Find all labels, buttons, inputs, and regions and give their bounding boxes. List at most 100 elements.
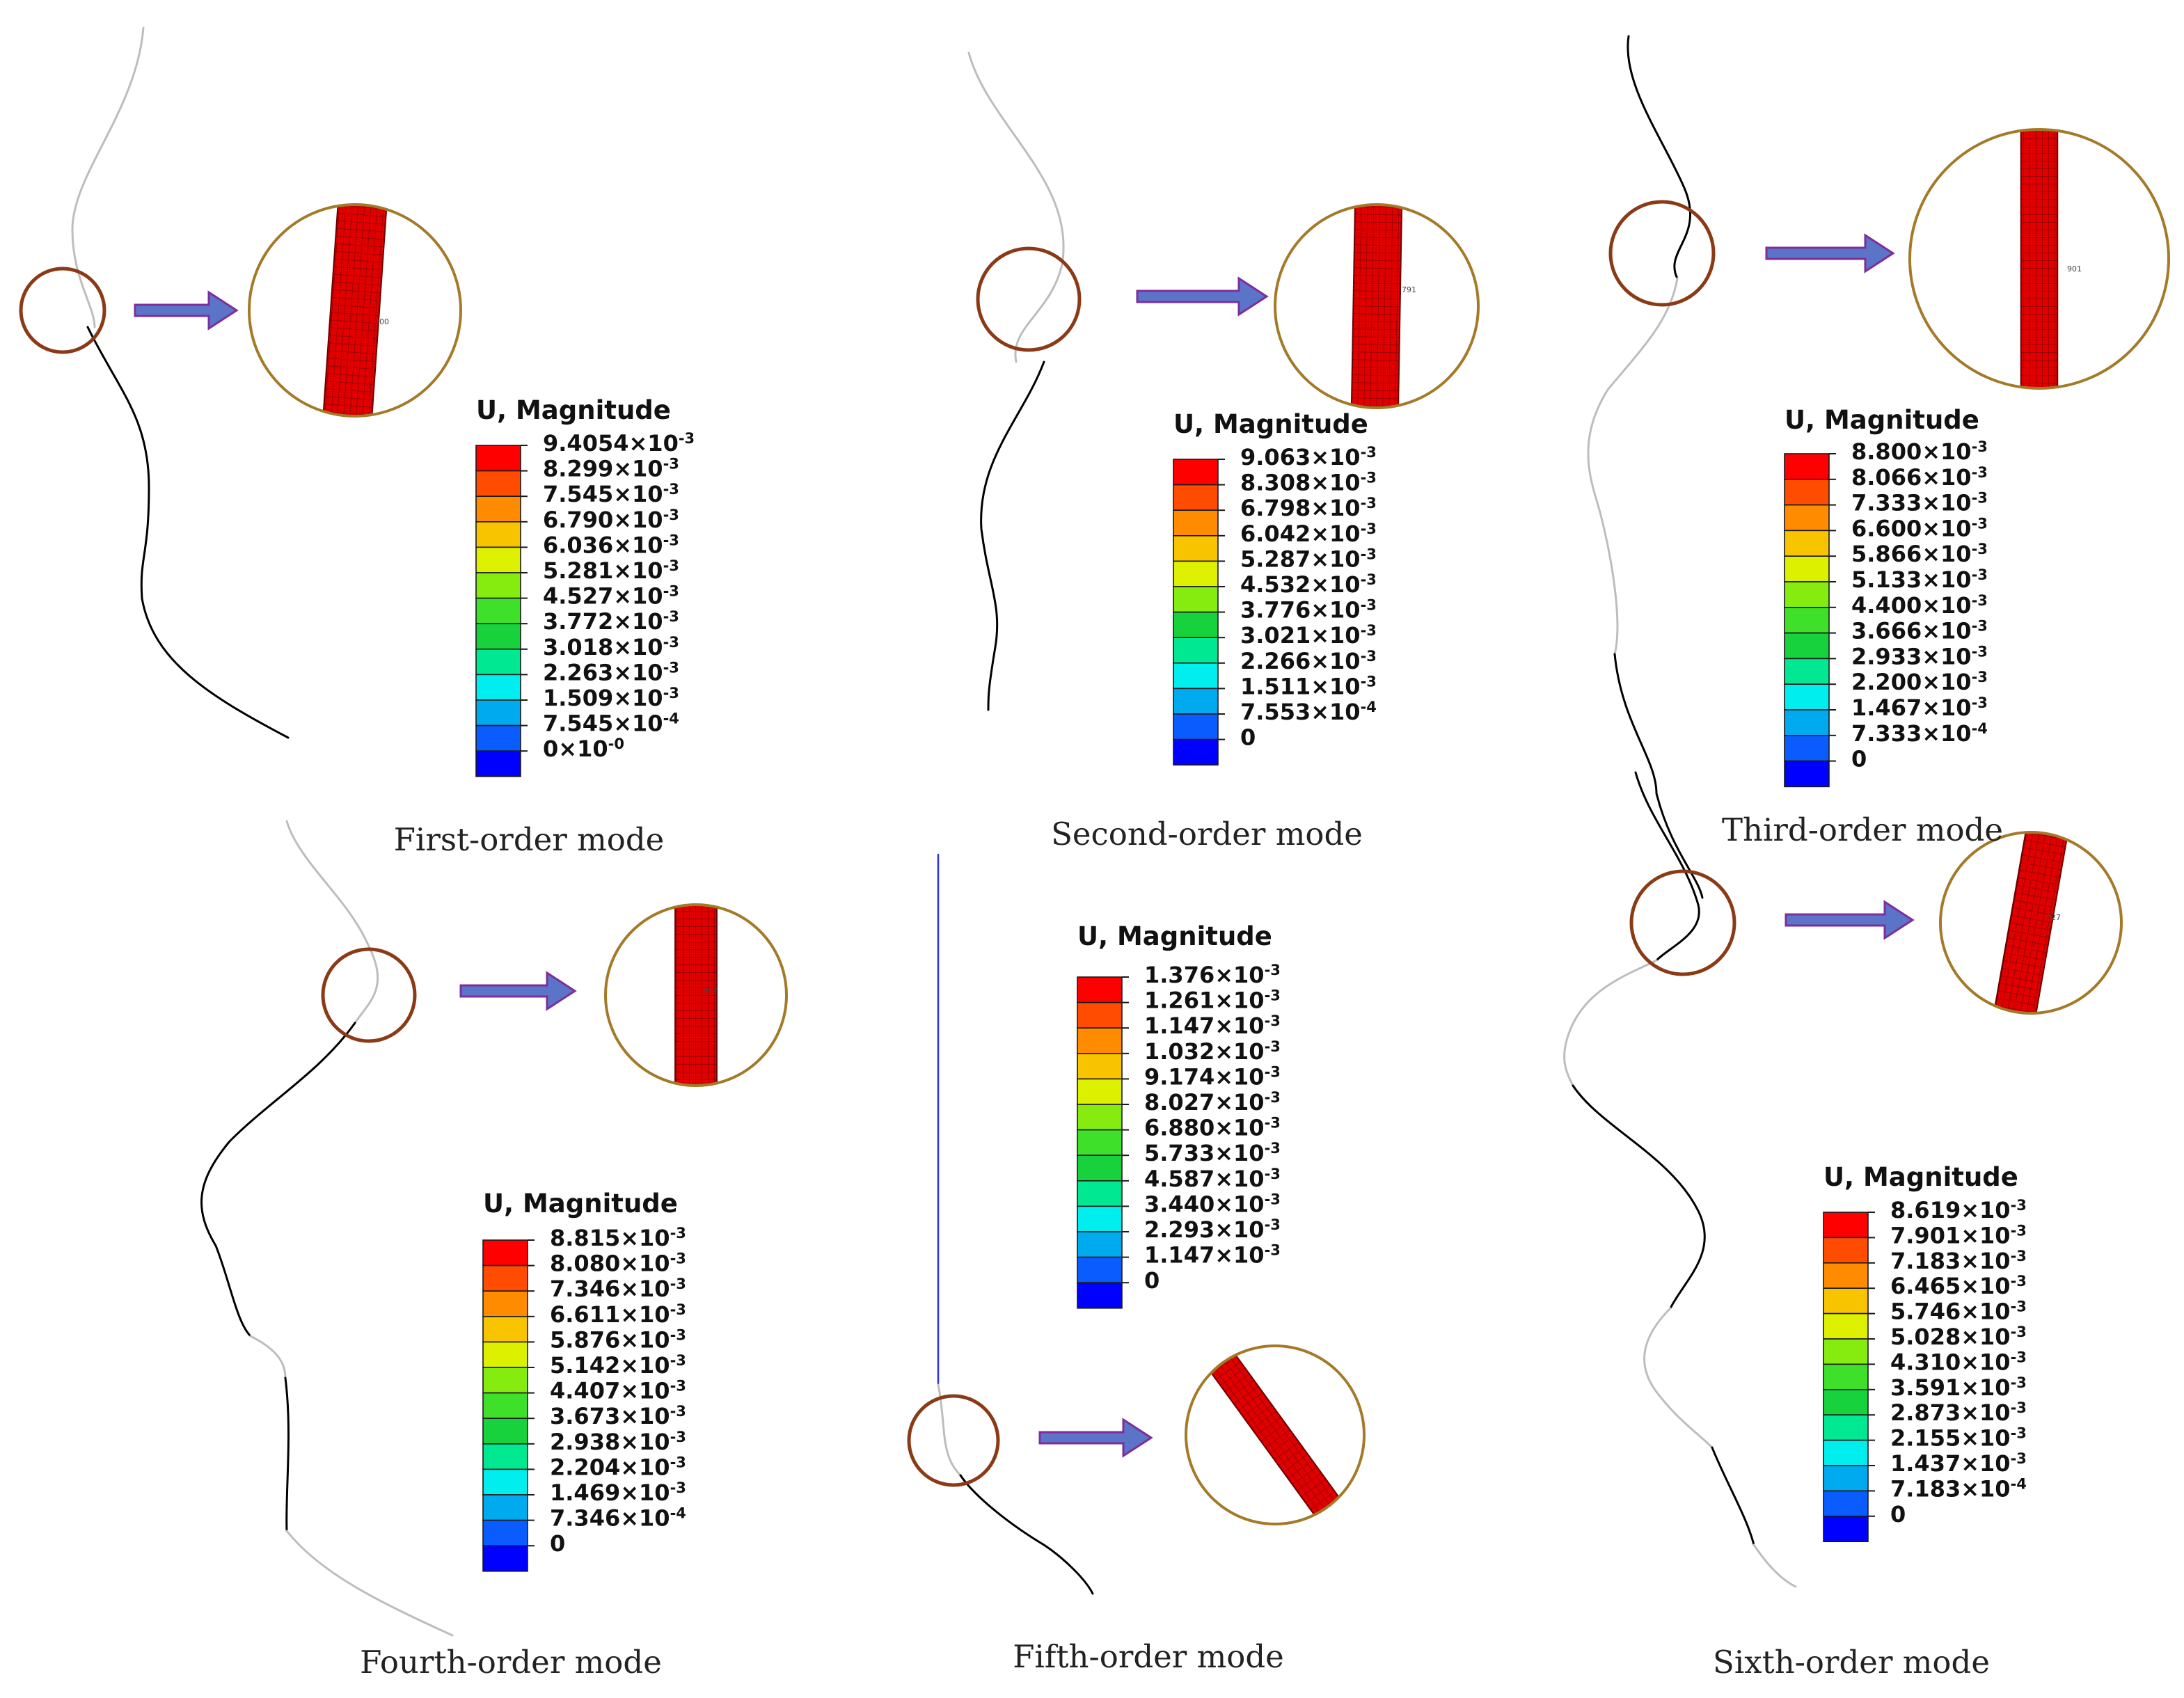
zoom-detail-mode-2: 791 <box>1274 203 1480 409</box>
pipe-curve-mode-3 <box>1587 35 1704 899</box>
legend-label-exponent: -3 <box>670 1326 686 1343</box>
legend-title: U, Magnitude <box>1173 409 1368 439</box>
legend-swatch <box>1823 1312 1869 1340</box>
highlight-circle-mode-1 <box>19 267 106 354</box>
legend-label-exponent: -3 <box>670 1225 686 1241</box>
legend-label: 2.155×10-3 <box>1890 1425 2027 1452</box>
legend-label-exponent: -3 <box>1265 1166 1281 1182</box>
legend-swatch <box>1784 760 1830 788</box>
legend-label: 1.147×10-3 <box>1144 1242 1281 1269</box>
legend-label: 3.666×10-3 <box>1851 618 1988 644</box>
node-id-label: 901 <box>2067 264 2082 273</box>
legend-swatch <box>482 1519 528 1547</box>
legend-swatch <box>1173 611 1219 638</box>
highlight-circle-mode-2 <box>976 246 1082 352</box>
legend-swatch <box>482 1290 528 1317</box>
pipe-segment <box>249 1335 287 1379</box>
legend-swatch <box>1784 606 1830 634</box>
legend-label: 7.545×10-3 <box>543 481 679 507</box>
zoom-ring <box>1939 831 2123 1015</box>
legend-swatch <box>1077 1129 1123 1156</box>
legend-label: 8.800×10-3 <box>1851 438 1988 465</box>
legend-label: 4.407×10-3 <box>550 1378 686 1404</box>
legend-label: 6.036×10-3 <box>543 532 679 558</box>
legend-label: 4.310×10-3 <box>1890 1349 2027 1375</box>
legend-label-exponent: -3 <box>670 1454 686 1470</box>
legend-swatch <box>482 1443 528 1470</box>
legend-mode-5: U, Magnitude1.376×10-31.261×10-31.147×10… <box>1077 921 1281 1309</box>
legends: U, Magnitude9.4054×10-38.299×10-37.545×1… <box>475 395 2027 1572</box>
legend-label: 3.772×10-3 <box>543 608 679 635</box>
highlight-circle-mode-3 <box>1608 200 1716 307</box>
legend-swatch <box>482 1316 528 1343</box>
legend-label: 4.587×10-3 <box>1144 1166 1281 1192</box>
legend-swatch <box>475 597 521 624</box>
legend-swatch <box>475 674 521 701</box>
legend-swatch <box>1823 1338 1869 1365</box>
pipe-segment <box>1634 771 1700 962</box>
legend-mode-4: U, Magnitude8.815×10-38.080×10-37.346×10… <box>482 1189 686 1572</box>
legend-label-exponent: -3 <box>670 1251 686 1267</box>
legend-label: 7.901×10-3 <box>1890 1222 2027 1248</box>
legend-label-exponent: -3 <box>663 532 679 548</box>
node-id-label: 027 <box>2046 913 2061 922</box>
legend-swatch <box>1077 1155 1123 1182</box>
legend-swatch <box>1823 1262 1869 1290</box>
legend-label-exponent: -3 <box>2011 1222 2027 1239</box>
legend-label-exponent: -3 <box>1972 515 1988 532</box>
legend-label-exponent: -3 <box>1265 1013 1281 1029</box>
legend-mode-6: U, Magnitude8.619×10-37.901×10-37.183×10… <box>1823 1162 2027 1543</box>
zoom-arrow-mode-4 <box>459 971 577 1011</box>
legend-label: 7.545×10-4 <box>543 711 679 737</box>
legend-label-exponent: -3 <box>679 430 695 447</box>
legend-label: 0 <box>1240 724 1256 751</box>
legend-label: 8.308×10-3 <box>1240 470 1377 496</box>
legend-swatch <box>482 1494 528 1521</box>
legend-label: 4.532×10-3 <box>1240 571 1377 598</box>
meshed-pipe-section <box>1350 205 1403 408</box>
legend-label-exponent: -3 <box>670 1301 686 1318</box>
legend-label-exponent: -3 <box>1361 470 1377 486</box>
highlight-circle-mode-5 <box>907 1394 1000 1487</box>
caption-mode-5: Fifth-order mode <box>1013 1638 1284 1675</box>
legend-label: 5.733×10-3 <box>1144 1140 1281 1166</box>
legend-swatch <box>1077 1282 1123 1309</box>
legend-label: 8.815×10-3 <box>550 1225 686 1251</box>
highlight-circle-mode-4 <box>321 947 417 1043</box>
zoom-detail-mode-4: 002 <box>604 903 788 1087</box>
pipe-curve-mode-1 <box>71 26 290 739</box>
legend-label-exponent: -3 <box>1265 1191 1281 1207</box>
legend-label-exponent: -3 <box>2011 1349 2027 1365</box>
caption-mode-6: Sixth-order mode <box>1713 1644 1990 1681</box>
legend-label: 7.346×10-4 <box>550 1505 686 1532</box>
legend-label: 5.281×10-3 <box>543 557 679 584</box>
zoom-arrow-mode-5 <box>1038 1418 1153 1458</box>
legend-label: 9.063×10-3 <box>1240 444 1377 470</box>
legend-swatch <box>1823 1516 1869 1543</box>
legend-swatch <box>482 1392 528 1419</box>
zoom-detail-mode-5 <box>1185 1344 1366 1525</box>
legend-swatch <box>1784 735 1830 762</box>
legend-label: 8.299×10-3 <box>543 456 679 482</box>
legend-swatch <box>475 495 521 523</box>
legend-label: 3.018×10-3 <box>543 634 679 660</box>
legend-label-exponent: -0 <box>608 736 624 752</box>
legend-swatch <box>482 1545 528 1572</box>
legend-label-exponent: -3 <box>1361 597 1377 614</box>
legend-label: 1.467×10-3 <box>1851 695 1988 721</box>
legend-swatch <box>475 572 521 599</box>
pipe-segment <box>284 1376 290 1532</box>
legend-label: 0 <box>1851 746 1867 772</box>
legend-label: 6.600×10-3 <box>1851 515 1988 541</box>
pipe-segment <box>1752 1544 1797 1588</box>
legend-label: 1.509×10-3 <box>543 685 679 711</box>
legend-label: 4.400×10-3 <box>1851 592 1988 619</box>
legend-swatch <box>475 750 521 777</box>
pipe-segment <box>1627 35 1692 280</box>
pipe-segment <box>1613 653 1704 899</box>
legend-label-exponent: -3 <box>1972 695 1988 711</box>
legend-label: 0 <box>1144 1267 1160 1294</box>
legend-swatch <box>1173 586 1219 613</box>
zoom-detail-mode-3: 901 <box>1908 128 2170 390</box>
